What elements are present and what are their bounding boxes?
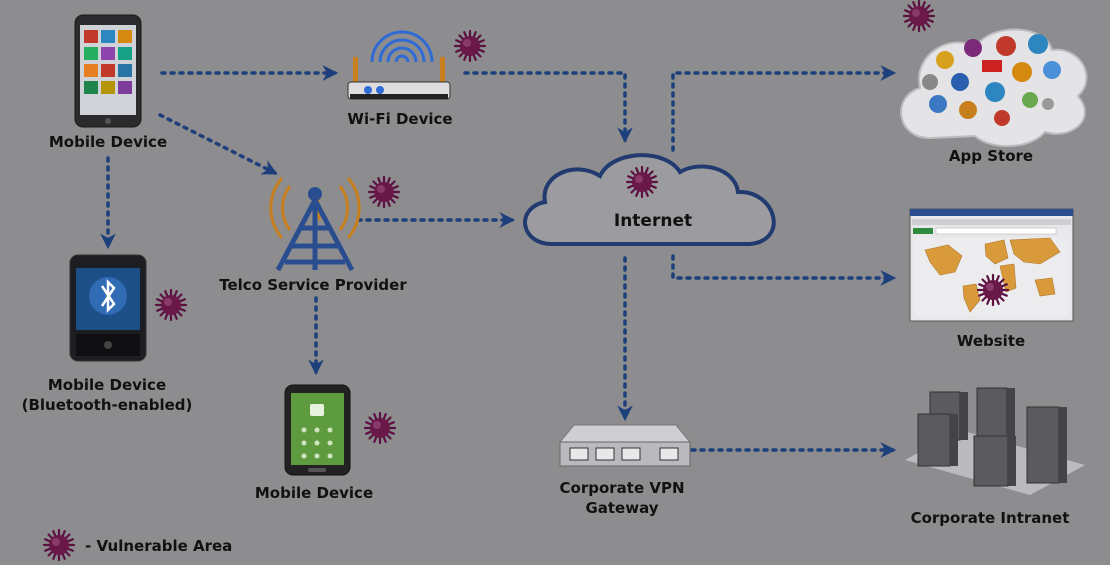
smartphone-icon — [74, 14, 142, 128]
telco-provider: Telco Service Provider — [219, 175, 407, 294]
bluetooth-mobile-device: Mobile Device (Bluetooth-enabled) — [22, 254, 193, 414]
website: Website — [909, 208, 1074, 350]
arrow-internet-to-appstore — [671, 65, 897, 152]
virus-icon — [976, 273, 1010, 307]
legend: - Vulnerable Area — [42, 528, 232, 562]
app-store: App Store — [900, 0, 1088, 165]
corporate-intranet: Corporate Intranet — [905, 387, 1085, 527]
virus-icon — [625, 165, 659, 199]
mobile-device-bottom-label: Mobile Device — [255, 484, 373, 502]
corporate-intranet-label: Corporate Intranet — [911, 509, 1070, 527]
mobile-device-top-label: Mobile Device — [49, 133, 167, 151]
android-phone-icon — [284, 384, 351, 476]
bluetooth-phone-icon — [69, 254, 147, 362]
arrow-internet-to-website — [671, 254, 897, 286]
vpn-gateway: Corporate VPN Gateway — [558, 424, 692, 517]
bluetooth-device-label-line2: (Bluetooth-enabled) — [22, 396, 193, 414]
telco-provider-label: Telco Service Provider — [219, 276, 407, 294]
virus-icon — [453, 29, 487, 63]
server-cluster-icon — [905, 387, 1085, 495]
vpn-gateway-label-line1: Corporate VPN — [560, 479, 685, 497]
network-switch-icon — [558, 424, 692, 467]
mobile-device-top: Mobile Device — [49, 14, 167, 151]
cloud-icon — [523, 153, 776, 246]
wifi-device-label: Wi-Fi Device — [347, 110, 452, 128]
arrow-wifi-to-internet — [463, 71, 633, 144]
wifi-device: Wi-Fi Device — [347, 29, 487, 128]
connection-arrows — [100, 65, 897, 458]
virus-icon — [367, 175, 401, 209]
virus-icon — [902, 0, 936, 33]
arrow-mobile-to-telco — [158, 113, 278, 175]
virus-icon — [42, 528, 76, 562]
virus-icon — [363, 411, 397, 445]
website-label: Website — [957, 332, 1025, 350]
wifi-router-icon — [347, 30, 451, 100]
app-store-label: App Store — [949, 147, 1033, 165]
vpn-gateway-label-line2: Gateway — [585, 499, 658, 517]
app-icons-cluster — [922, 34, 1061, 126]
mobile-device-bottom: Mobile Device — [255, 384, 397, 502]
internet-cloud: Internet — [523, 153, 776, 246]
legend-text: - Vulnerable Area — [85, 537, 232, 555]
virus-icon — [154, 288, 188, 322]
bluetooth-device-label-line1: Mobile Device — [48, 376, 166, 394]
cell-tower-icon — [269, 177, 361, 272]
browser-window-icon — [909, 208, 1074, 322]
internet-label: Internet — [614, 211, 692, 231]
